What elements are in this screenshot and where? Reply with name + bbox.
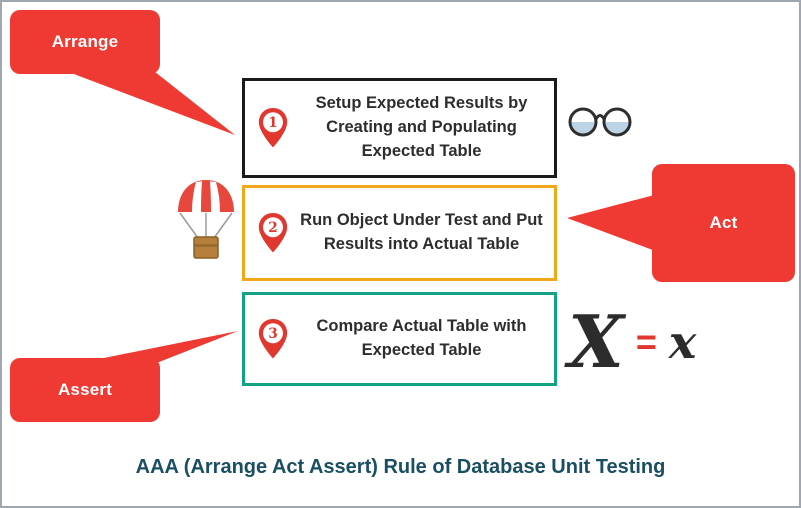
- parachute-box-icon: [178, 180, 234, 259]
- step-1-number: 1: [268, 115, 278, 131]
- act-callout: Act: [652, 164, 795, 282]
- arrange-callout: Arrange: [10, 10, 160, 74]
- step-box-1: 1 Setup Expected Results by Creating and…: [242, 78, 557, 178]
- glasses-icon: [568, 107, 632, 137]
- step-1-text: Setup Expected Results by Creating and P…: [315, 94, 528, 160]
- act-callout-tail: [567, 194, 658, 252]
- step-3-number: 3: [268, 326, 278, 342]
- x-equals-x-expression: X = x: [568, 300, 768, 384]
- step-box-2: 2 Run Object Under Test and Put Results …: [242, 185, 557, 281]
- equation-left: X: [568, 299, 624, 384]
- step-3-text: Compare Actual Table with Expected Table: [316, 317, 527, 359]
- equals-sign: =: [635, 321, 657, 362]
- equation-right: x: [668, 315, 697, 369]
- diagram-caption: AAA (Arrange Act Assert) Rule of Databas…: [135, 456, 666, 478]
- arrange-callout-label: Arrange: [51, 32, 119, 51]
- arrange-callout-tail: [58, 68, 235, 135]
- assert-callout: Assert: [10, 358, 160, 422]
- assert-callout-label: Assert: [57, 380, 113, 399]
- act-callout-label: Act: [709, 213, 738, 232]
- step-2-number: 2: [268, 220, 278, 236]
- map-pin-1-icon: 1: [258, 108, 288, 148]
- map-pin-3-icon: 3: [258, 319, 288, 359]
- map-pin-2-icon: 2: [258, 213, 288, 253]
- step-2-text: Run Object Under Test and Put Results in…: [300, 211, 543, 253]
- step-box-3: 3 Compare Actual Table with Expected Tab…: [242, 292, 557, 386]
